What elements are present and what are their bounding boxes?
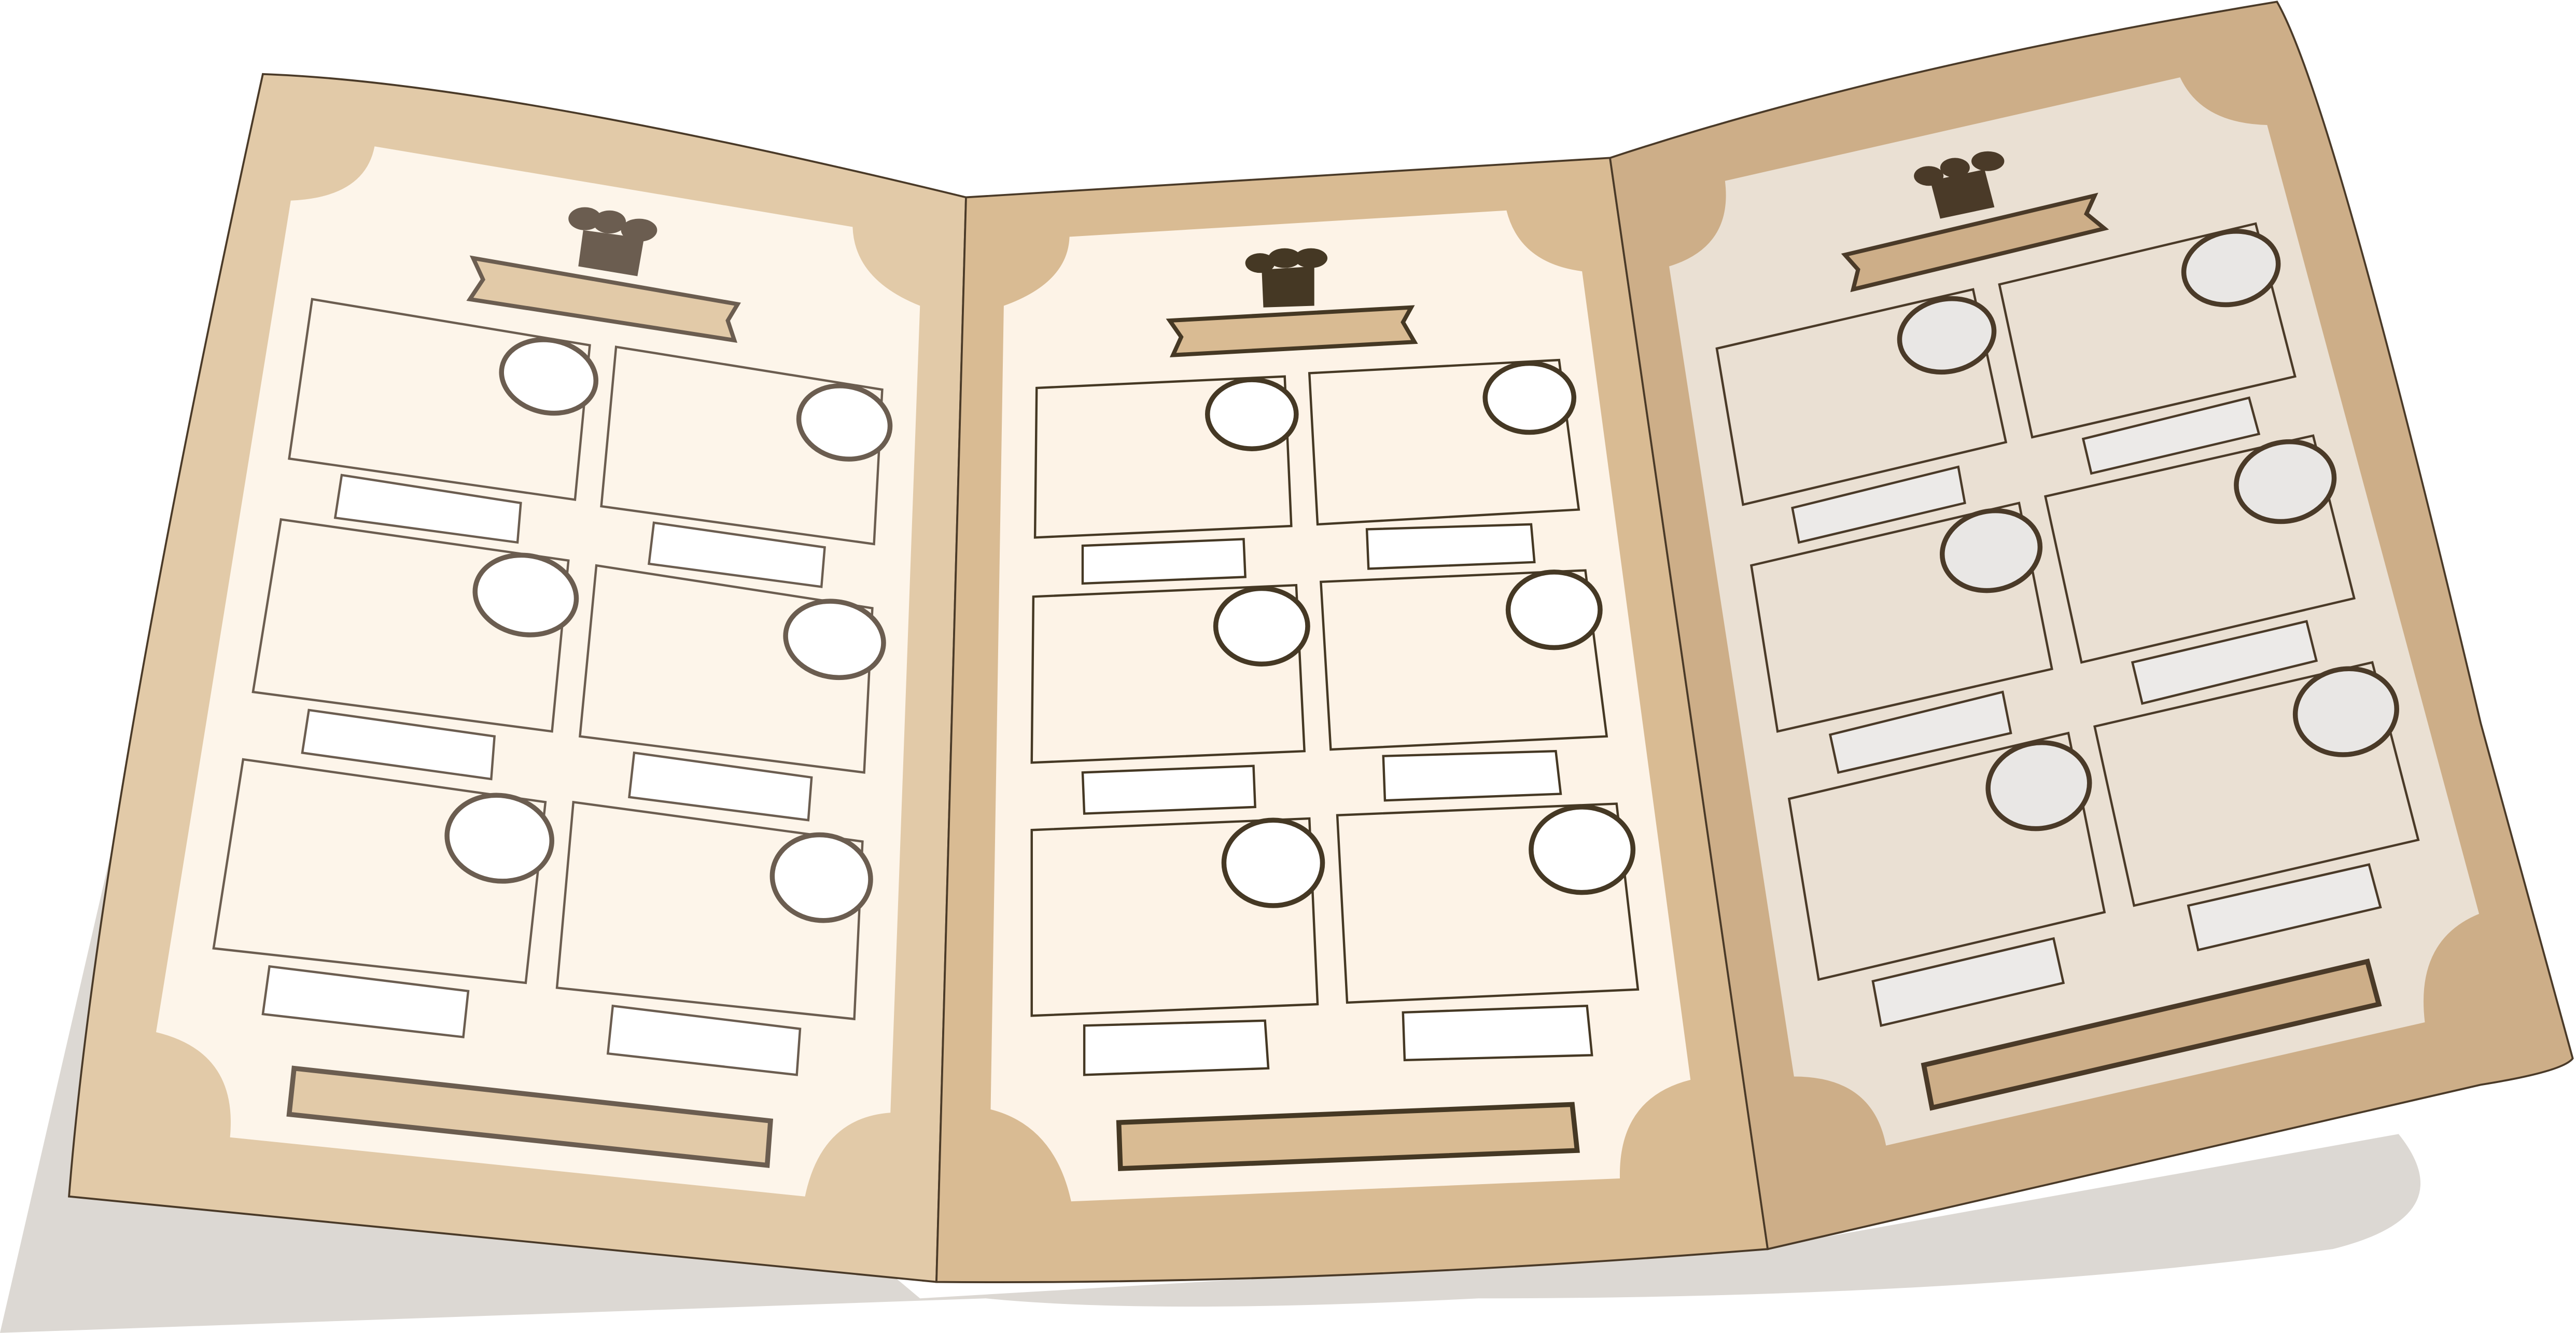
plate-icon bbox=[1985, 740, 2092, 831]
plate-icon bbox=[783, 599, 886, 681]
plate-icon bbox=[499, 337, 599, 416]
price-label bbox=[1081, 538, 1247, 585]
title-ribbon bbox=[466, 255, 741, 343]
plate-icon bbox=[2292, 666, 2399, 757]
price-label bbox=[333, 474, 522, 544]
middle-panel bbox=[935, 157, 1769, 1283]
plate-icon bbox=[769, 832, 873, 923]
plate-icon bbox=[1221, 817, 1325, 908]
plate-icon bbox=[444, 793, 554, 884]
plate-icon bbox=[1213, 586, 1310, 667]
right-price-labels bbox=[1791, 396, 2382, 1027]
price-label bbox=[1365, 523, 1536, 570]
title-ribbon bbox=[1841, 192, 2109, 293]
footer-banner bbox=[286, 1065, 774, 1168]
price-label bbox=[1081, 765, 1256, 815]
left-price-labels bbox=[261, 474, 826, 1076]
price-label bbox=[1083, 1019, 1270, 1076]
price-label bbox=[301, 709, 496, 781]
price-label bbox=[2081, 396, 2261, 475]
price-label bbox=[606, 1004, 802, 1076]
plate-icon bbox=[1897, 296, 1997, 375]
price-label bbox=[1791, 465, 1966, 544]
plate-icon bbox=[796, 383, 893, 462]
price-label bbox=[628, 751, 813, 822]
price-label bbox=[1402, 1004, 1593, 1062]
price-label bbox=[648, 521, 826, 588]
chef-hat-icon bbox=[568, 207, 657, 276]
footer-banner bbox=[1921, 959, 2382, 1111]
plate-icon bbox=[472, 552, 579, 637]
title-ribbon bbox=[1166, 305, 1418, 357]
plate-icon bbox=[1482, 360, 1577, 435]
middle-price-labels bbox=[1081, 523, 1593, 1076]
price-label bbox=[1382, 749, 1562, 802]
left-menu-items bbox=[212, 298, 884, 1021]
plate-icon bbox=[1205, 377, 1299, 451]
chef-hat-icon bbox=[1914, 151, 2005, 219]
plate-icon bbox=[2234, 439, 2337, 524]
plate-icon bbox=[2181, 229, 2281, 308]
plate-icon bbox=[1505, 570, 1603, 650]
footer-banner bbox=[1116, 1102, 1580, 1171]
left-plates bbox=[444, 337, 893, 923]
right-plates bbox=[1897, 229, 2399, 831]
right-panel bbox=[1608, 1, 2574, 1251]
plate-icon bbox=[1529, 804, 1636, 895]
left-panel bbox=[68, 73, 967, 1283]
middle-plates bbox=[1205, 360, 1636, 908]
plate-icon bbox=[1940, 508, 2043, 593]
price-label bbox=[1828, 690, 2012, 774]
price-label bbox=[2187, 863, 2382, 952]
price-label bbox=[261, 965, 470, 1038]
price-label bbox=[2131, 620, 2318, 705]
price-label bbox=[1871, 937, 2065, 1027]
chef-hat-icon bbox=[1245, 248, 1328, 308]
